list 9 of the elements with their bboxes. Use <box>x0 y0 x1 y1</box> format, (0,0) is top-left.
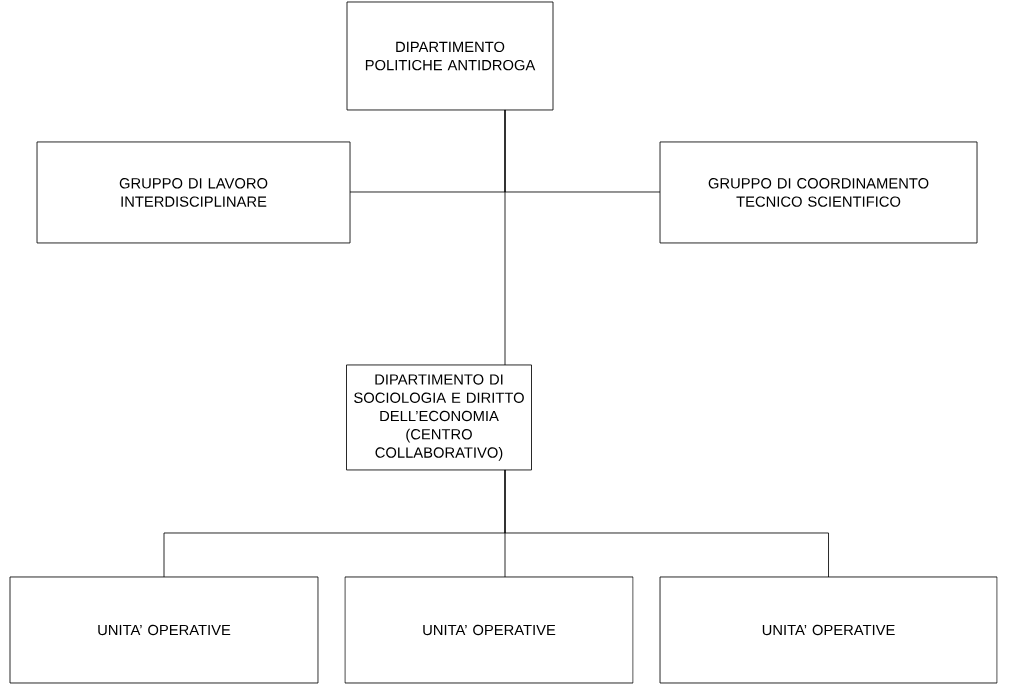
org-box: GRUPPO DI COORDINAMENTO TECNICO SCIENTIFICO <box>659 141 978 244</box>
org-box: UNITA’ OPERATIVE <box>344 576 634 684</box>
org-box: UNITA’ OPERATIVE <box>659 576 998 684</box>
org-box: UNITA’ OPERATIVE <box>9 576 319 684</box>
org-box: GRUPPO DI LAVORO INTERDISCIPLINARE <box>36 141 351 244</box>
connector-line <box>504 469 829 578</box>
connector-line <box>504 109 506 366</box>
org-box: DIPARTIMENTO DI SOCIOLOGIA E DIRITTO DELL’ECONOMIA (CENTRO COLLABORATIVO) <box>346 364 532 471</box>
org-box: DIPARTIMENTO POLITICHE ANTIDROGA <box>346 1 554 111</box>
